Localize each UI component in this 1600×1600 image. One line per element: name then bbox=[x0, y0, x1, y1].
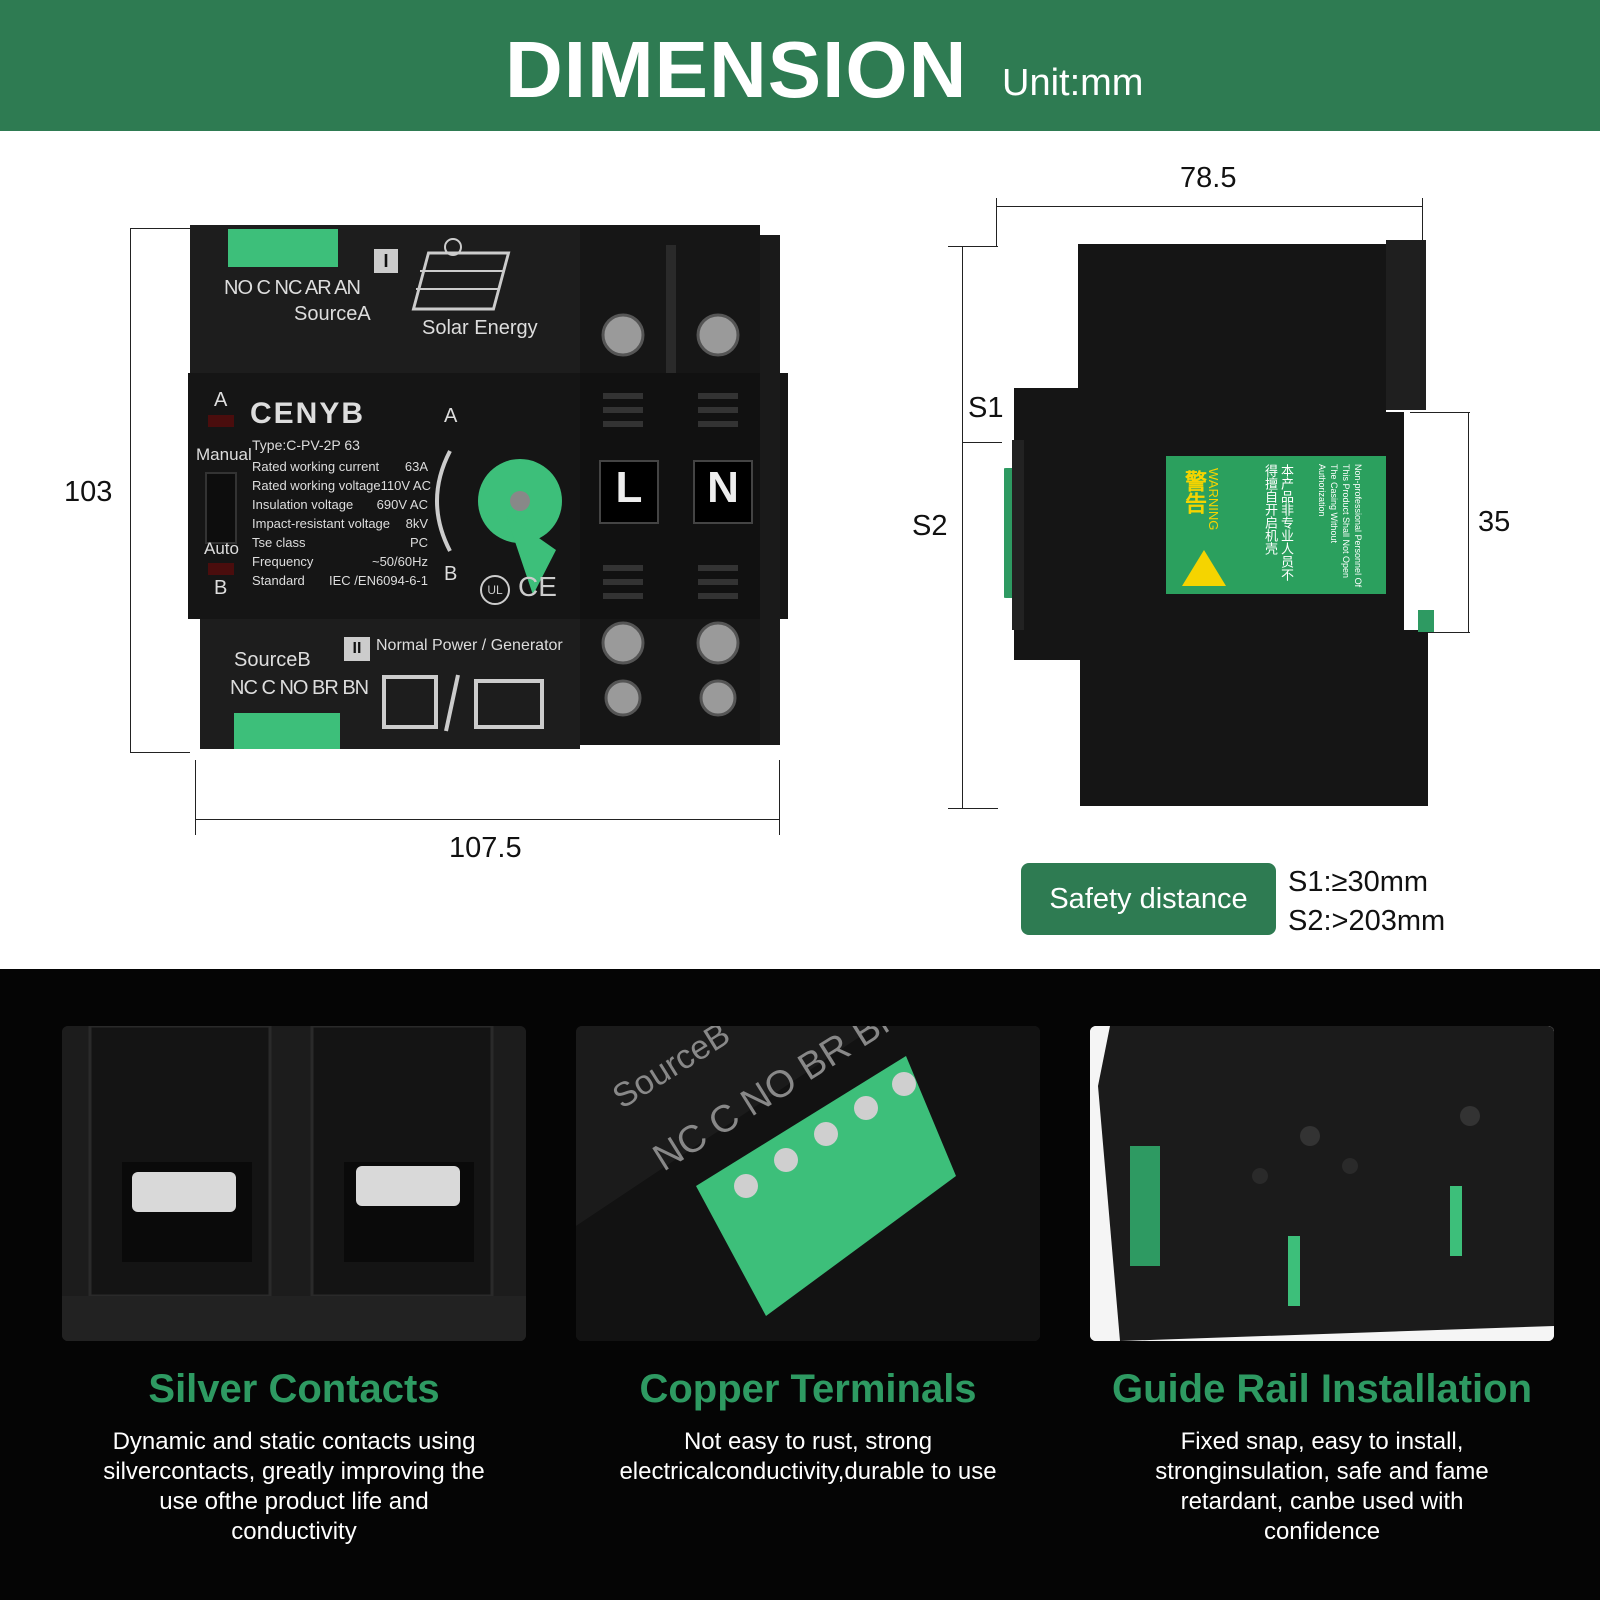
warning-cn-title: 警告 bbox=[1182, 470, 1207, 514]
copper-terminals-photo: SourceB NC C NO BR BN bbox=[576, 1026, 1040, 1341]
height-dim-line bbox=[130, 228, 131, 753]
safety-s2-value: S2:>203mm bbox=[1288, 905, 1446, 937]
spec-row: Rated working current 63A bbox=[252, 457, 428, 476]
source-b-label: SourceB bbox=[234, 649, 311, 671]
warning-triangle-icon bbox=[1182, 550, 1226, 586]
spec-rows: Rated working current 63A Rated working vo… bbox=[252, 457, 431, 590]
warning-label: 警告 WARNING 本产品非专业人员不得擅自开启机壳 Non-professi… bbox=[1166, 456, 1386, 594]
s2-dim-tick-bottom bbox=[948, 808, 998, 809]
warning-en-text: Non-professional Personnel Of This Produ… bbox=[1317, 464, 1363, 588]
page-title: DIMENSION bbox=[505, 25, 968, 114]
indicator-b-label: B bbox=[214, 577, 228, 599]
rail-height-label: 35 bbox=[1478, 506, 1511, 538]
warning-en-title: WARNING bbox=[1206, 468, 1221, 531]
spec-value: ~50/60Hz bbox=[371, 554, 428, 569]
unit-label: Unit:mm bbox=[1002, 62, 1144, 104]
switch-front-view: NO C NC AR AN SourceA I Solar Energy A M… bbox=[184, 225, 788, 757]
source-a-label: SourceA bbox=[294, 303, 371, 325]
knob-b-label: B bbox=[444, 563, 458, 585]
pole-n-label: N bbox=[707, 463, 739, 512]
feature-title-silver-contacts: Silver Contacts bbox=[148, 1367, 440, 1411]
feature-title-guide-rail: Guide Rail Installation bbox=[1111, 1367, 1533, 1411]
brand-logo-text: CENYB bbox=[250, 397, 366, 430]
spec-row: Tse class PC bbox=[252, 533, 428, 552]
source-a-terminal-labels: NO C NC AR AN bbox=[224, 277, 361, 299]
safety-s1-value: S1:≥30mm bbox=[1288, 866, 1429, 898]
knob-a-label: A bbox=[444, 405, 458, 427]
height-dim-tick-bottom bbox=[130, 752, 190, 753]
mode-manual-label: Manual bbox=[196, 445, 252, 464]
spec-name: Impact-resistant voltage bbox=[252, 516, 391, 531]
height-label: 103 bbox=[64, 476, 113, 508]
rail-dim-tick-top bbox=[1410, 412, 1470, 413]
normal-power-label: Normal Power / Generator bbox=[376, 637, 563, 654]
source-two-marker: II bbox=[344, 637, 370, 661]
switch-side-view: 警告 WARNING 本产品非专业人员不得擅自开启机壳 Non-professi… bbox=[1000, 240, 1434, 810]
spec-name: Rated working voltage bbox=[252, 478, 381, 493]
width-dim-tick-left bbox=[195, 760, 196, 835]
spec-name: Insulation voltage bbox=[252, 497, 354, 512]
spec-row: Frequency ~50/60Hz bbox=[252, 552, 428, 571]
width-dim-tick-right bbox=[779, 760, 780, 835]
transfer-knob[interactable] bbox=[478, 459, 562, 543]
header-banner: DIMENSION Unit:mm bbox=[0, 0, 1600, 131]
spec-name: Standard bbox=[252, 573, 305, 588]
source-b-terminal-labels: NC C NO BR BN bbox=[230, 677, 369, 699]
rail-dim-line bbox=[1468, 412, 1469, 632]
depth-dim-tick-right bbox=[1422, 198, 1423, 246]
s2-dim-tick-top bbox=[948, 246, 998, 247]
feature-desc-guide-rail: Fixed snap, easy to install, stronginsul… bbox=[1155, 1428, 1489, 1545]
spec-name: Rated working current bbox=[252, 459, 380, 474]
spec-row: Standard IEC /EN6094-6-1 bbox=[252, 571, 428, 590]
s1-label: S1 bbox=[968, 392, 1004, 424]
depth-dim-tick-left bbox=[996, 198, 997, 246]
warning-cn-text: 本产品非专业人员不得擅自开启机壳 bbox=[1263, 464, 1294, 581]
s1-dim-line bbox=[962, 442, 1002, 443]
copper-terminals-drawing bbox=[576, 1026, 1040, 1341]
s2-label: S2 bbox=[912, 510, 948, 542]
indicator-a-label: A bbox=[214, 389, 228, 411]
spec-value: IEC /EN6094-6-1 bbox=[329, 573, 428, 588]
spec-value: 110V AC bbox=[380, 478, 431, 493]
spec-row: Impact-resistant voltage 8kV bbox=[252, 514, 428, 533]
spec-value: 690V AC bbox=[376, 497, 428, 512]
feature-title-copper-terminals: Copper Terminals bbox=[639, 1367, 977, 1411]
spec-value: 63A bbox=[404, 459, 428, 474]
height-dim-tick-top bbox=[130, 228, 190, 229]
spec-value: 8kV bbox=[405, 516, 428, 531]
feature-desc-copper-terminals: Not easy to rust, strong electricalcondu… bbox=[619, 1428, 997, 1485]
silver-contacts-photo bbox=[62, 1026, 526, 1341]
depth-label: 78.5 bbox=[1180, 162, 1237, 194]
features-section: Silver Contacts Dynamic and static conta… bbox=[0, 969, 1600, 1600]
spec-name: Tse class bbox=[252, 535, 306, 550]
model-type: Type:C-PV-2P 63 bbox=[252, 437, 360, 453]
width-dim-line bbox=[195, 819, 779, 820]
spec-value: PC bbox=[409, 535, 428, 550]
pole-l-label: L bbox=[615, 463, 643, 512]
safety-distance-badge: Safety distance bbox=[1021, 863, 1276, 935]
solar-energy-label: Solar Energy bbox=[422, 317, 538, 339]
source-one-marker: I bbox=[374, 249, 398, 273]
feature-desc-silver-contacts: Dynamic and static contacts using silver… bbox=[103, 1428, 485, 1545]
depth-dim-line bbox=[996, 206, 1422, 207]
spec-name: Frequency bbox=[252, 554, 314, 569]
mode-auto-label: Auto bbox=[204, 539, 239, 558]
width-label: 107.5 bbox=[449, 832, 522, 864]
silver-contacts-drawing bbox=[62, 1026, 526, 1341]
s2-dim-line bbox=[962, 246, 963, 808]
ce-cert-mark: CE bbox=[518, 571, 557, 602]
spec-row: Insulation voltage 690V AC bbox=[252, 495, 428, 514]
spec-table: Rated working current 63A Rated working vo… bbox=[252, 457, 431, 590]
guide-rail-photo bbox=[1090, 1026, 1554, 1341]
guide-rail-drawing bbox=[1090, 1026, 1554, 1341]
ul-cert-mark: UL bbox=[480, 575, 510, 605]
rail-dim-tick-bottom bbox=[1410, 632, 1470, 633]
